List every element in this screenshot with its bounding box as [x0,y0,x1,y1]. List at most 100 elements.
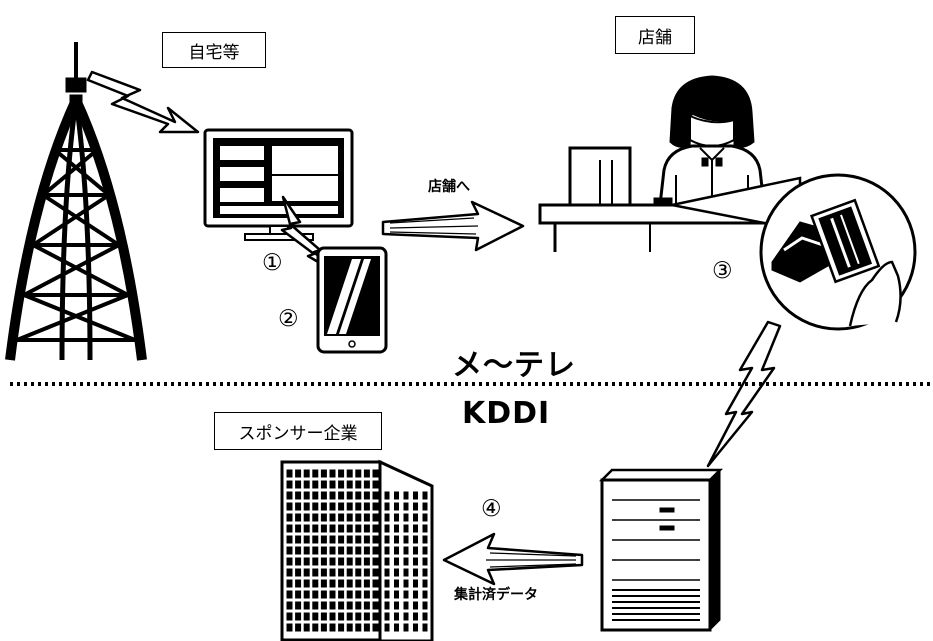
building-window [303,612,310,621]
building-window [312,513,319,522]
building-window [355,557,362,566]
building-window [303,480,310,489]
building-window [312,557,319,566]
building-window [384,590,390,599]
building-window [372,601,379,610]
building-window [286,546,293,555]
building-window [346,469,353,478]
building-window [355,601,362,610]
building-window [286,502,293,511]
building-window [372,546,379,555]
office-building-icon [280,459,434,641]
building-window [372,524,379,533]
building-window [413,590,418,599]
building-window [320,513,327,522]
building-window [338,480,345,489]
building-window [413,513,418,522]
building-window [295,480,302,489]
building-window [403,513,409,522]
building-window [384,623,390,632]
building-window [338,568,345,577]
building-window [403,546,409,555]
building-window [329,524,336,533]
building-window [422,535,428,544]
server-icon [598,468,724,632]
building-window [384,491,390,500]
building-window [346,590,353,599]
building-window [329,590,336,599]
building-window [303,513,310,522]
building-window [312,568,319,577]
building-window [346,535,353,544]
building-window [413,568,418,577]
building-window [338,524,345,533]
building-window [320,557,327,566]
lower-party-label: KDDI [462,396,551,431]
store-clerk-icon [538,75,797,252]
building-window [363,546,370,555]
building-window [403,590,409,599]
building-window [413,579,418,588]
building-window [413,491,418,500]
building-window [303,491,310,500]
building-window [286,612,293,621]
building-window [312,590,319,599]
building-window [422,612,428,621]
building-window [394,579,399,588]
building-window [372,535,379,544]
building-window [355,469,362,478]
building-window [312,546,319,555]
building-window [403,491,409,500]
building-window [312,535,319,544]
building-window [312,623,319,632]
building-window [320,491,327,500]
building-window [338,612,345,621]
building-window [384,612,390,621]
broadcast-tower-icon [5,42,147,361]
building-window [394,568,399,577]
building-window [303,557,310,566]
building-window [286,568,293,577]
building-window [303,535,310,544]
building-window [295,513,302,522]
building-window [329,502,336,511]
building-window [286,491,293,500]
building-window [403,579,409,588]
building-window [295,469,302,478]
building-window [363,557,370,566]
building-window [286,524,293,533]
building-window [355,623,362,632]
building-window [338,491,345,500]
building-window [422,513,428,522]
tv-icon [203,128,354,241]
building-window [372,491,379,500]
building-window [355,568,362,577]
building-window [329,623,336,632]
building-window [329,557,336,566]
building-window [320,502,327,511]
building-window [329,601,336,610]
step-3: ③ [712,258,733,284]
building-window [363,590,370,599]
building-window [372,568,379,577]
building-window [338,579,345,588]
building-window [372,502,379,511]
building-window [312,491,319,500]
building-window [422,601,428,610]
building-window [363,480,370,489]
building-window [312,601,319,610]
building-window [338,601,345,610]
building-window [384,513,390,522]
building-window [338,502,345,511]
building-window [413,623,418,632]
building-window [363,579,370,588]
building-window [355,546,362,555]
building-window [413,535,418,544]
building-window [422,579,428,588]
building-window [355,524,362,533]
building-window [338,546,345,555]
building-window [286,513,293,522]
building-window [363,513,370,522]
building-window [303,546,310,555]
building-window [303,469,310,478]
